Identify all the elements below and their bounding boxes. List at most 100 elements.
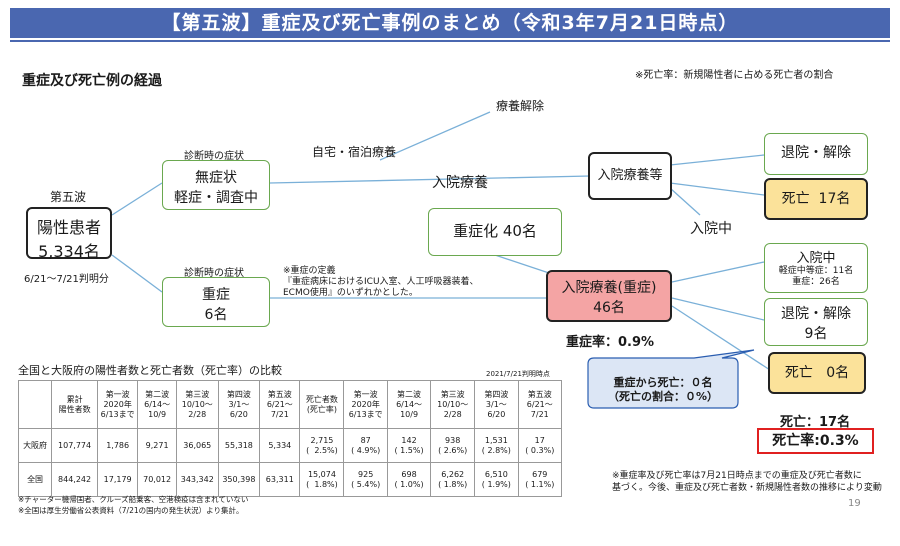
discharge-bottom-line2: 9名 <box>804 326 828 342</box>
callout-line2: （死亡の割合：０%） <box>607 390 719 403</box>
death-top-box: 死亡 17名 <box>764 178 868 220</box>
header-total-pos: 累計陽性者数 <box>51 380 99 429</box>
row-death: 6,262( 1.8%) <box>430 462 476 497</box>
header-region <box>17 380 53 429</box>
page-number: 19 <box>848 498 861 509</box>
in-hospital-box: 入院中 軽症中等症：11名 重症：26名 <box>764 243 868 293</box>
in-hospital-label: 入院中 <box>690 221 732 237</box>
death-top-value: 17名 <box>818 191 851 207</box>
severe-definition: ※重症の定義 『重症病床におけるICU入室、人工呼吸器装着、 ECMO使用』のい… <box>283 266 479 299</box>
bottom-note-line2: 基づく。今後、重症及び死亡者数・新規陽性者数の推移により変動 <box>612 483 882 493</box>
hospital-label: 入院療養 <box>432 175 488 191</box>
hospital-etc-box: 入院療養等 <box>588 152 672 200</box>
severe-def-line2: ECMO使用』のいずれかとした。 <box>283 288 418 298</box>
line-severe-death <box>671 305 771 371</box>
row-death: 1,531( 2.8%) <box>474 428 519 463</box>
header-total-death: 死亡者数(死亡率) <box>299 380 345 429</box>
severe-box: 重症 6名 <box>162 277 270 327</box>
home-stay-label: 自宅・宿泊療養 <box>312 145 397 159</box>
row-death: 142( 1.5%) <box>386 428 432 463</box>
severe-line2: 6名 <box>204 307 228 323</box>
death-rate-note: ※死亡率：新規陽性者に占める死亡者の割合 <box>635 70 834 81</box>
recovery-label: 療養解除 <box>496 99 545 113</box>
row-pos: 55,318 <box>217 428 261 463</box>
total-death: 死亡：17名 <box>780 415 851 430</box>
row-death: 6,510( 1.9%) <box>474 462 519 497</box>
severe-hospital-line1: 入院療養(重症) <box>561 280 657 296</box>
wave-label: 第五波 <box>50 190 87 204</box>
line-hosp-death <box>669 182 765 196</box>
became-severe-box: 重症化 40名 <box>428 208 562 256</box>
severe-def-line1: 『重症病床におけるICU入室、人工呼吸器装着、 <box>283 277 479 287</box>
row-pos: 36,065 <box>175 428 219 463</box>
row-pos: 350,398 <box>217 462 261 497</box>
page-title: 【第五波】重症及び死亡事例のまとめ（令和3年7月21日時点） <box>10 8 890 38</box>
row-pos: 5,334 <box>259 428 301 463</box>
patients-label: 陽性患者 <box>36 218 101 237</box>
table-row: 全国 844,242 17,179 70,012 343,342 350,398… <box>17 462 563 497</box>
bottom-note-line1: ※重症率及び死亡率は7月21日時点までの重症及び死亡者数に <box>612 471 862 481</box>
line-severe-inhosp <box>671 261 765 283</box>
table-row: 大阪府 107,774 1,786 9,271 36,065 55,318 5,… <box>17 428 563 463</box>
row-death: 17( 0.3%) <box>517 428 563 463</box>
row-death-total: 2,715 ( 2.5%) <box>299 428 345 463</box>
table-footnote-1: ※チャーター機帰国者、クルーズ船乗客、空港検疫は含まれていない <box>18 495 249 504</box>
row-pos: 63,311 <box>259 462 301 497</box>
discharge-bottom-line1: 退院・解除 <box>781 306 851 322</box>
mild-box: 無症状 軽症・調査中 <box>162 160 270 210</box>
row-death-total: 15,074 ( 1.8%) <box>299 462 345 497</box>
line-hosp-inhospital <box>669 187 701 216</box>
table-footnotes: ※チャーター機帰国者、クルーズ船乗客、空港検疫は含まれていない ※全国は厚生労働… <box>18 494 248 516</box>
callout-shape <box>587 349 755 409</box>
death-top-label: 死亡 <box>781 191 810 207</box>
line-patient-mild <box>111 182 163 216</box>
row-death: 925( 5.4%) <box>343 462 388 497</box>
row-pos: 17,179 <box>97 462 139 497</box>
diag-label-mild: 診断時の症状 <box>184 151 244 162</box>
death-bottom-label: 死亡 <box>784 365 813 381</box>
severe-hospital-line2: 46名 <box>593 300 625 316</box>
row-pos: 1,786 <box>97 428 139 463</box>
mild-line1: 無症状 <box>195 170 237 186</box>
row-pos: 70,012 <box>137 462 177 497</box>
row-death: 938( 2.6%) <box>430 428 476 463</box>
row-region: 大阪府 <box>17 428 53 463</box>
patients-count: 5,334名 <box>38 242 100 261</box>
table-date-note: 2021/7/21判明時点 <box>486 370 550 378</box>
row-death: 87( 4.9%) <box>343 428 388 463</box>
diag-label-severe: 診断時の症状 <box>184 268 244 279</box>
title-underline <box>10 40 890 42</box>
row-total-pos: 107,774 <box>51 428 99 463</box>
row-death: 698( 1.0%) <box>386 462 432 497</box>
in-hospital-line1: 入院中 <box>796 251 836 266</box>
row-total-pos: 844,242 <box>51 462 99 497</box>
row-pos: 343,342 <box>175 462 219 497</box>
mild-line2: 軽症・調査中 <box>174 190 258 206</box>
death-bottom-value: 0名 <box>826 365 850 381</box>
in-hospital-line2: 軽症中等症：11名 <box>778 266 854 276</box>
death-rate-box: 死亡率:0.3% <box>757 428 874 454</box>
severe-hospital-box: 入院療養(重症) 46名 <box>546 270 672 322</box>
table-title: 全国と大阪府の陽性者数と死亡者数（死亡率）の比較 <box>18 364 282 377</box>
severe-line1: 重症 <box>202 287 230 303</box>
row-death: 679( 1.1%) <box>517 462 563 497</box>
line-severe-discharge <box>671 297 765 321</box>
row-pos: 9,271 <box>137 428 177 463</box>
severe-rate: 重症率：0.9% <box>566 335 655 350</box>
in-hospital-line3: 重症：26名 <box>792 277 840 287</box>
section-title: 重症及び死亡例の経過 <box>22 73 162 89</box>
line-patient-severe <box>111 254 163 293</box>
discharge-top-box: 退院・解除 <box>764 133 868 175</box>
patients-box: 陽性患者 5,334名 <box>26 207 112 261</box>
callout-text: 重症から死亡：０名 （死亡の割合：０%） <box>592 376 734 404</box>
row-region: 全国 <box>17 462 53 497</box>
